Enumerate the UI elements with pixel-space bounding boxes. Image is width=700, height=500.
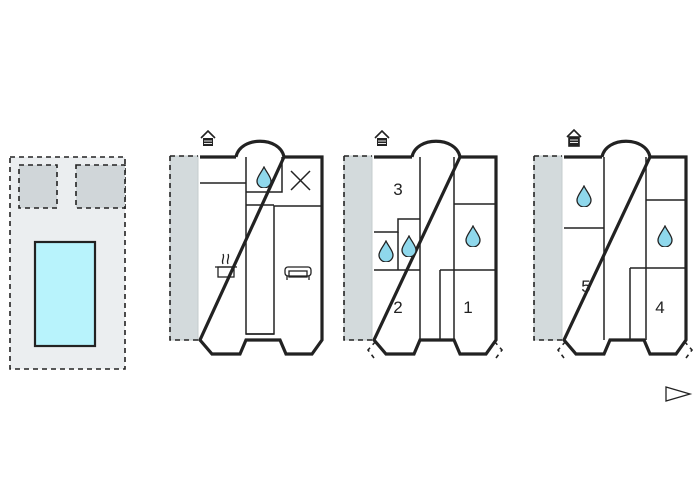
room-4-label: 4 <box>655 298 664 317</box>
bathroom-drop-icon <box>378 240 394 262</box>
paving-slab-left <box>19 165 57 208</box>
terrace <box>169 155 199 341</box>
bathroom-drop-icon <box>576 185 592 207</box>
paving-slab-right <box>76 165 125 208</box>
north-arrow-icon <box>665 386 693 402</box>
room-2-label: 2 <box>393 298 402 317</box>
garden-site <box>9 156 126 370</box>
stairs-down-icon <box>566 128 582 147</box>
stairs-up-icon <box>200 130 216 147</box>
second-floor: 5 4 <box>533 128 694 359</box>
room-5-label: 5 <box>581 277 590 296</box>
living-sofa-icon <box>284 266 312 280</box>
open-void-cross-icon <box>290 170 311 191</box>
bathroom-drop-icon <box>657 225 673 247</box>
ground-floor <box>169 130 324 356</box>
room-1-label: 1 <box>463 298 472 317</box>
terrace <box>533 155 563 341</box>
terrace <box>343 155 373 341</box>
room-3-label: 3 <box>393 180 402 199</box>
first-floor: 3 2 1 <box>343 130 504 359</box>
bathroom-drop-icon <box>465 225 481 247</box>
swimming-pool <box>33 240 97 348</box>
kitchen-pot-icon <box>215 253 237 278</box>
stairs-up-icon <box>374 130 390 147</box>
bathroom-drop-icon <box>401 235 417 257</box>
bathroom-drop-icon <box>256 166 272 188</box>
